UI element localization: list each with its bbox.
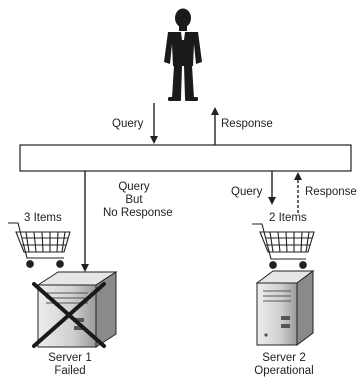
response-label-top: Response bbox=[221, 118, 273, 130]
shopping-cart-icon-left bbox=[8, 222, 71, 268]
server2-caption: Server 2 Operational bbox=[246, 352, 322, 378]
items-label-left: 3 Items bbox=[24, 212, 62, 224]
load-balancer-bar bbox=[19, 144, 352, 172]
shopping-cart-icon-right bbox=[252, 223, 315, 269]
server2-status: Operational bbox=[254, 365, 314, 377]
response-label-right: Response bbox=[305, 186, 357, 198]
items-label-right: 2 Items bbox=[269, 212, 307, 224]
but-line: But bbox=[125, 194, 143, 206]
server1-caption: Server 1 Failed bbox=[40, 352, 100, 378]
x-mark-icon bbox=[32, 282, 106, 348]
no-response-line: No Response bbox=[103, 207, 173, 219]
server1-name: Server 1 bbox=[48, 352, 92, 364]
user-icon bbox=[164, 8, 202, 101]
query-label-top: Query bbox=[112, 118, 144, 130]
server-icon-failed bbox=[32, 271, 118, 348]
server1-status: Failed bbox=[54, 365, 86, 377]
server-icon-operational bbox=[255, 270, 315, 346]
query-line: Query bbox=[118, 181, 150, 193]
server2-name: Server 2 bbox=[262, 352, 306, 364]
query-label-right: Query bbox=[231, 186, 263, 198]
query-but-no-response-label: Query But No Response bbox=[103, 181, 173, 220]
